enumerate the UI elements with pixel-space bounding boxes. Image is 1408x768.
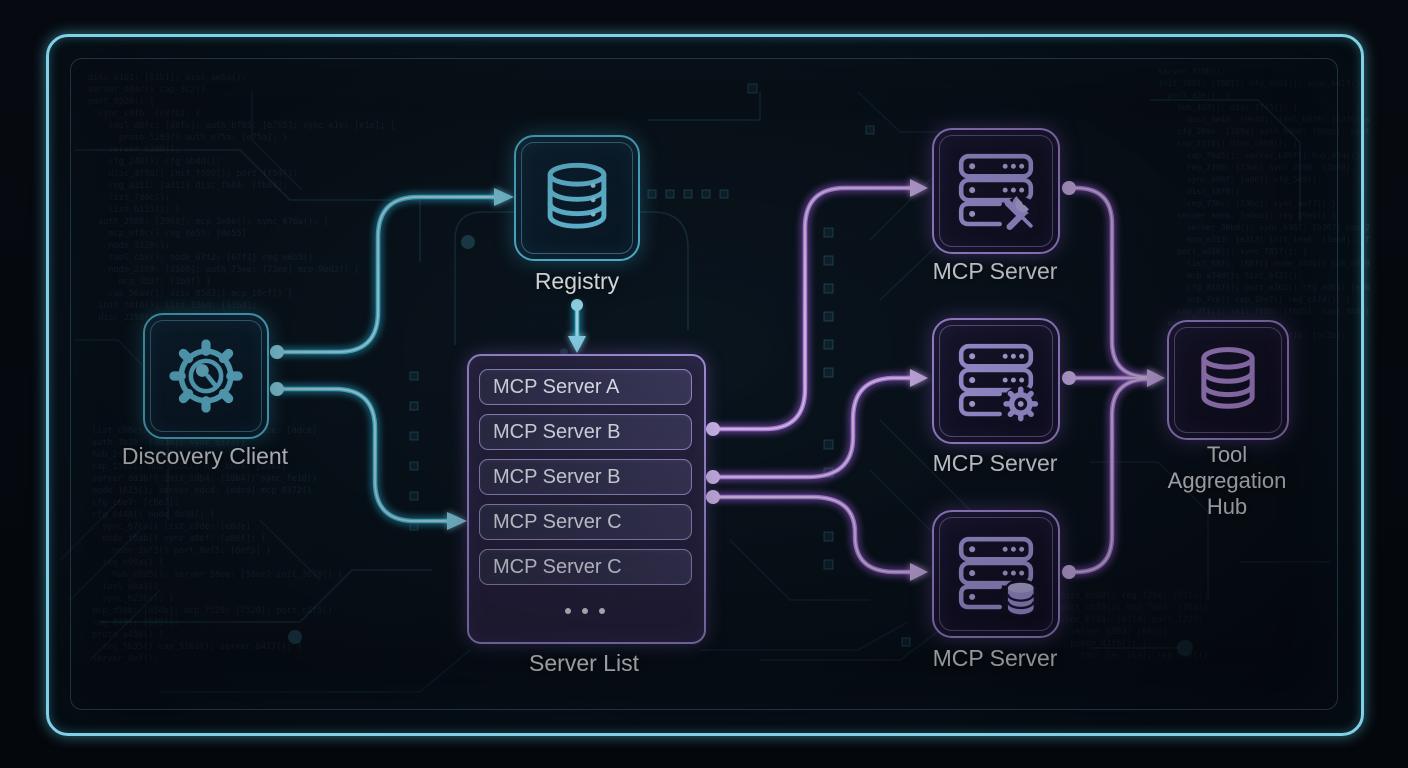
label-discovery-client: Discovery Client bbox=[121, 443, 289, 469]
label-mcp-server-top: MCP Server bbox=[932, 258, 1058, 284]
arrowhead-to-hub bbox=[1147, 369, 1165, 387]
edge-list-to-server-top bbox=[713, 188, 911, 429]
node-mcp-server-top bbox=[932, 128, 1060, 254]
database-icon bbox=[547, 162, 607, 229]
arrowhead-to-registry bbox=[494, 188, 514, 206]
list-item: MCP Server B bbox=[479, 459, 692, 495]
server-list-panel: MCP Server A MCP Server B MCP Server B M… bbox=[467, 354, 706, 644]
node-mcp-server-middle bbox=[932, 318, 1060, 444]
label-registry: Registry bbox=[534, 268, 620, 294]
label-mcp-server-middle: MCP Server bbox=[932, 450, 1058, 476]
node-discovery-client bbox=[143, 313, 269, 439]
server-tools-icon bbox=[958, 153, 1039, 234]
arrowhead-to-server-bottom bbox=[910, 563, 928, 581]
arrowhead-to-server-list bbox=[447, 512, 467, 530]
server-gear-icon bbox=[958, 343, 1040, 423]
database-icon bbox=[1201, 347, 1255, 409]
label-tool-aggregation-hub: Tool Aggregation Hub bbox=[1167, 442, 1287, 519]
search-gear-icon bbox=[169, 339, 243, 413]
list-item: MCP Server C bbox=[479, 549, 692, 585]
server-database-icon bbox=[958, 536, 1040, 618]
node-tool-aggregation-hub bbox=[1167, 320, 1289, 440]
list-item: MCP Server B bbox=[479, 414, 692, 450]
edge-discovery-to-registry bbox=[277, 197, 495, 352]
list-item: MCP Server A bbox=[479, 369, 692, 405]
arrowhead-registry-to-list bbox=[568, 336, 586, 353]
ellipsis-indicator bbox=[467, 608, 702, 614]
label-server-list: Server List bbox=[529, 650, 639, 676]
edge-discovery-to-server-list bbox=[277, 389, 448, 521]
arrowhead-to-server-middle bbox=[910, 369, 928, 387]
edge-list-to-server-bottom bbox=[713, 497, 911, 572]
label-mcp-server-bottom: MCP Server bbox=[932, 645, 1058, 671]
list-item: MCP Server C bbox=[479, 504, 692, 540]
arrowhead-to-server-top bbox=[910, 179, 928, 197]
node-registry bbox=[514, 135, 640, 261]
node-mcp-server-bottom bbox=[932, 510, 1060, 638]
